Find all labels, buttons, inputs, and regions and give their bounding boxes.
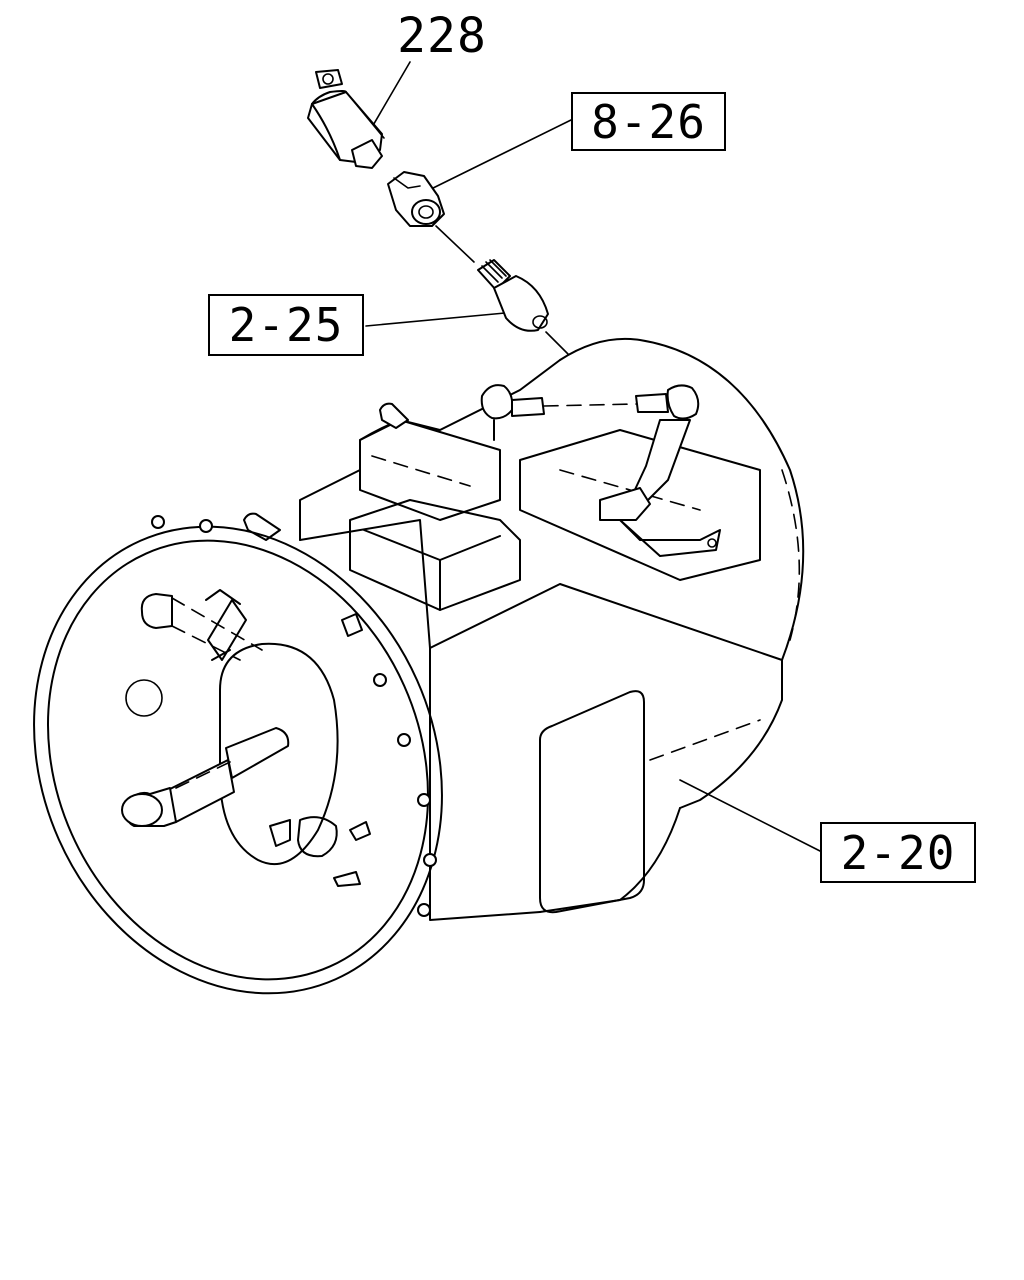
switch-part-2-25 [477, 259, 569, 355]
leader-lines [365, 61, 821, 852]
sensor-part-8-26 [387, 171, 475, 263]
callout-2-25: 2-25 [208, 294, 364, 356]
solenoid-part-228 [307, 69, 385, 169]
callout-2-20: 2-20 [820, 822, 976, 883]
transmission-assembly-part-2-20 [243, 337, 805, 921]
callout-228: 228 [397, 8, 487, 64]
callout-8-26: 8-26 [571, 92, 726, 151]
clutch-housing [33, 515, 443, 995]
